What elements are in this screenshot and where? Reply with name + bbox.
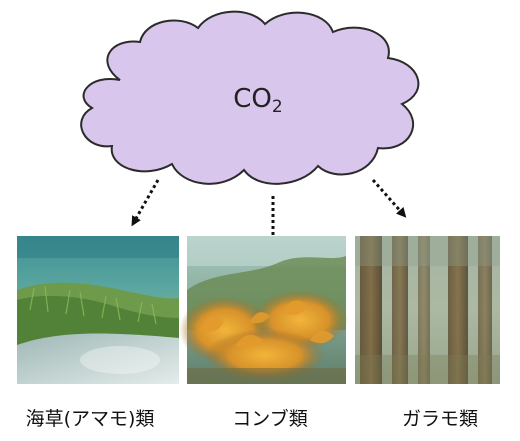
caption-seagrass: 海草(アマモ)類 xyxy=(25,408,155,430)
co2-cloud: CO2 xyxy=(80,10,420,185)
co2-subscript: 2 xyxy=(272,97,283,117)
co2-main: CO xyxy=(233,84,272,114)
arrow-to-seagrass xyxy=(131,179,160,227)
kelp-photo xyxy=(179,236,348,384)
arrow-to-sargassum xyxy=(371,179,407,218)
caption-kelp: コンブ類 xyxy=(232,408,308,430)
sargassum-photo xyxy=(355,236,500,384)
caption-sargassum: ガラモ類 xyxy=(401,408,478,430)
cloud-shape xyxy=(80,10,420,185)
seagrass-photo xyxy=(17,236,179,384)
co2-label: CO2 xyxy=(233,84,282,117)
